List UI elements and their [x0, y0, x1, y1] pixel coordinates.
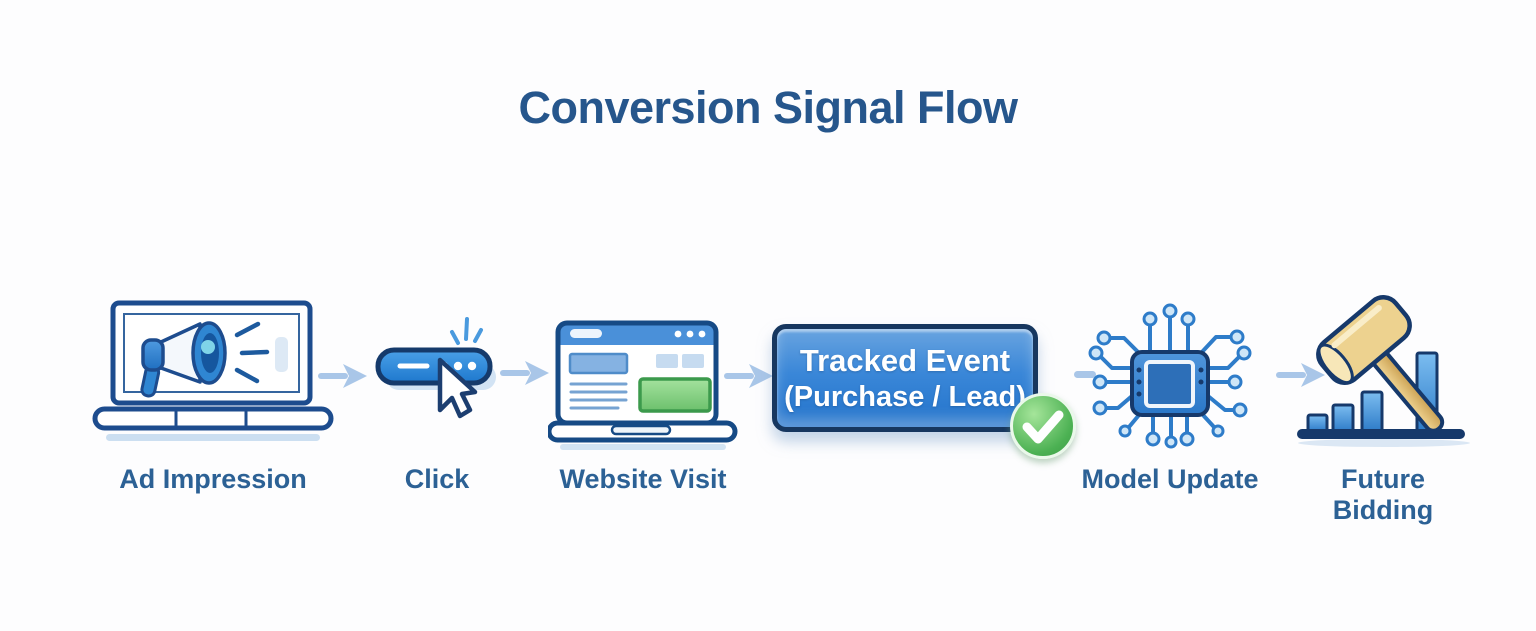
tracked-event-subtitle: (Purchase / Lead): [784, 380, 1026, 413]
dash-connector: [1074, 371, 1096, 378]
page-title: Conversion Signal Flow: [518, 82, 1018, 133]
step-label-click: Click: [404, 464, 470, 494]
processor-chip-icon: [1088, 303, 1252, 449]
tracked-event-title: Tracked Event: [799, 342, 1011, 378]
step-label-future-bidding: Future Bidding: [1332, 464, 1434, 525]
gavel-icon: [1316, 295, 1445, 433]
check-badge-icon: [1010, 393, 1076, 459]
button-click-cursor-icon: [375, 317, 496, 419]
gavel-bar-chart-icon: [1297, 295, 1470, 447]
arrow-right-icon: [1276, 363, 1325, 387]
click-spark-lines: [450, 317, 483, 345]
arrow-right-icon: [500, 361, 549, 385]
arrow-right-icon: [724, 364, 773, 388]
step-label-website-visit: Website Visit: [559, 464, 727, 494]
cursor-arrow-icon: [437, 357, 478, 419]
arrow-right-icon: [318, 364, 367, 388]
green-content-panel: [638, 377, 712, 413]
step-label-model-update: Model Update: [1081, 464, 1259, 494]
tracked-event-box: Tracked Event (Purchase / Lead): [772, 324, 1038, 432]
step-label-ad-impression: Ad Impression: [119, 464, 307, 494]
laptop-megaphone-icon: [92, 300, 334, 441]
browser-window-icon: [548, 320, 738, 450]
